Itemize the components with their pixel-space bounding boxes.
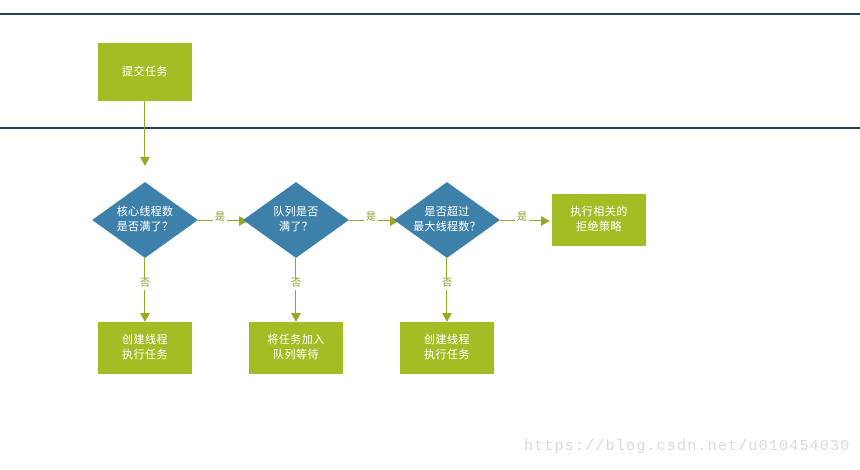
node-enqueue-wait[interactable]: 将任务加入 队列等待 [249, 322, 343, 374]
edge-core-yes-label: 是 [213, 212, 227, 224]
node-queue-full-line-2: 满了？ [279, 221, 313, 233]
node-queue-full-line-1: 队列是否 [273, 206, 319, 218]
edge-core-no-arrowhead [140, 313, 150, 322]
node-core-threads-full-line-1: 核心线程数 [116, 206, 174, 218]
node-queue-full[interactable]: 队列是否 满了？ [243, 182, 349, 258]
node-exceed-max-threads-line-2: 最大线程数？ [413, 221, 481, 233]
edge-submit-to-core-line [144, 101, 145, 158]
node-reject-policy[interactable]: 执行相关的 拒绝策略 [552, 194, 646, 246]
node-exceed-max-threads[interactable]: 是否超过 最大线程数？ [394, 182, 500, 258]
top-divider-rule [0, 13, 860, 15]
node-submit-task-line-1: 提交任务 [122, 65, 168, 78]
edge-queue-yes-arrowhead [390, 216, 399, 226]
edge-queue-yes-label: 是 [364, 212, 378, 224]
middle-divider-rule [0, 127, 860, 129]
node-create-thread-run-2[interactable]: 创建线程 执行任务 [400, 322, 494, 374]
node-queue-full-label: 队列是否 满了？ [243, 182, 349, 258]
edge-max-no-label: 否 [440, 278, 454, 290]
watermark-text: https://blog.csdn.net/u010454030 [524, 438, 851, 455]
edge-core-yes-arrowhead [239, 216, 248, 226]
node-reject-policy-line-1: 执行相关的 [570, 206, 628, 218]
node-create-thread-run-1-line-1: 创建线程 [122, 334, 168, 346]
node-reject-policy-line-2: 拒绝策略 [576, 221, 622, 233]
node-create-thread-run-1-line-2: 执行任务 [122, 349, 168, 361]
node-exceed-max-threads-line-1: 是否超过 [424, 206, 470, 218]
node-exceed-max-threads-label: 是否超过 最大线程数？ [394, 182, 500, 258]
node-submit-task[interactable]: 提交任务 [98, 43, 192, 101]
node-create-thread-run-2-line-2: 执行任务 [424, 349, 470, 361]
edge-submit-to-core-arrowhead [140, 157, 150, 166]
edge-queue-no-label: 否 [289, 278, 303, 290]
edge-max-no-arrowhead [442, 313, 452, 322]
edge-core-no-label: 否 [138, 278, 152, 290]
node-core-threads-full[interactable]: 核心线程数 是否满了？ [92, 182, 198, 258]
edge-queue-no-arrowhead [291, 313, 301, 322]
edge-max-yes-arrowhead [541, 216, 550, 226]
node-core-threads-full-label: 核心线程数 是否满了？ [92, 182, 198, 258]
node-create-thread-run-2-line-1: 创建线程 [424, 334, 470, 346]
edge-max-yes-label: 是 [515, 212, 529, 224]
node-core-threads-full-line-2: 是否满了？ [116, 221, 174, 233]
node-create-thread-run-1[interactable]: 创建线程 执行任务 [98, 322, 192, 374]
node-enqueue-wait-line-2: 队列等待 [273, 349, 319, 361]
node-enqueue-wait-line-1: 将任务加入 [267, 334, 325, 346]
